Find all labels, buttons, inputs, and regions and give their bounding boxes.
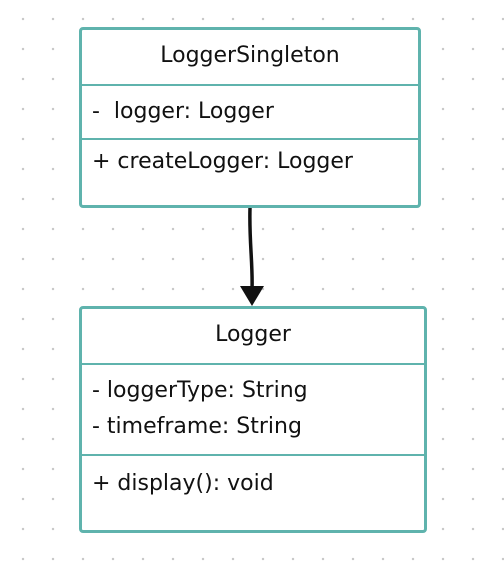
methods-section: + createLogger: Logger bbox=[82, 138, 418, 180]
methods-section: + display(): void bbox=[82, 454, 424, 502]
attribute: - loggerType: String bbox=[92, 378, 308, 403]
attributes-section: - loggerType: String - timeframe: String bbox=[82, 363, 424, 454]
attribute: - logger: Logger bbox=[92, 99, 274, 124]
class-name: LoggerSingleton bbox=[160, 43, 340, 68]
class-box-loggersingleton[interactable]: LoggerSingleton - logger: Logger + creat… bbox=[79, 27, 421, 208]
arrow-head bbox=[240, 286, 264, 306]
arrow-line bbox=[248, 206, 254, 292]
method: + createLogger: Logger bbox=[92, 149, 353, 174]
method: + display(): void bbox=[92, 471, 274, 496]
attribute: - timeframe: String bbox=[92, 414, 302, 439]
attributes-section: - logger: Logger bbox=[82, 84, 418, 138]
class-box-logger[interactable]: Logger - loggerType: String - timeframe:… bbox=[79, 306, 427, 533]
class-name: Logger bbox=[215, 322, 291, 347]
